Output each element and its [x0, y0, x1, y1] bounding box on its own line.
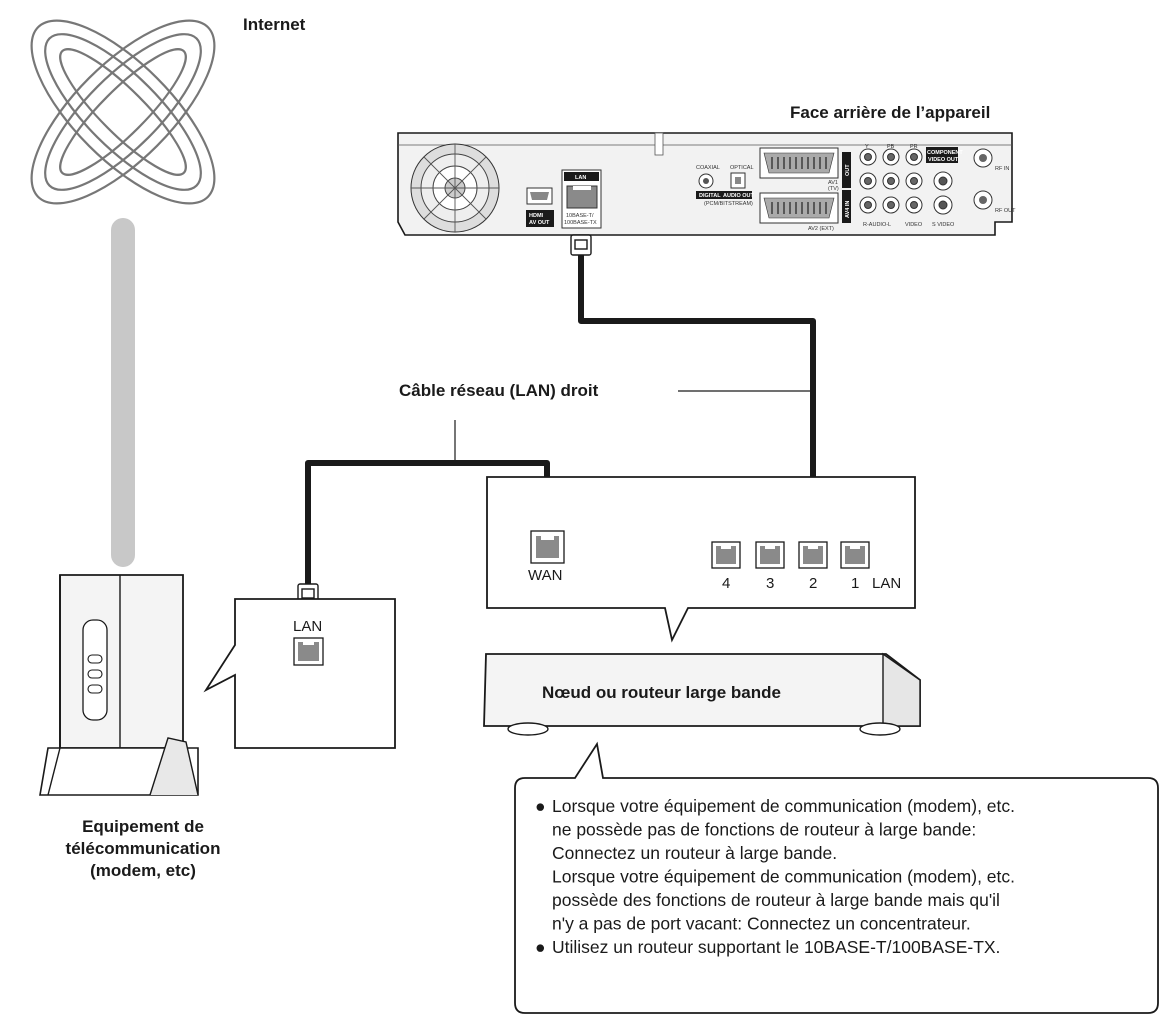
coaxial-marking: COAXIAL [696, 165, 720, 171]
rf-in-marking: RF IN [995, 166, 1009, 172]
hdmi-marking: HDMI [529, 213, 544, 219]
note-line-5: possède des fonctions de routeur à large… [552, 890, 1000, 910]
pr-marking: PR [910, 144, 918, 150]
device-rear-panel: HDMI AV OUT LAN 10BASE-T/ 100BASE-TX COA… [397, 132, 1016, 236]
out-marking: OUT [845, 164, 851, 176]
router-callout-bubble [486, 476, 916, 643]
cable-label: Câble réseau (LAN) droit [399, 381, 599, 400]
av1-marking: AV1 [828, 180, 838, 186]
modem-callout-bubble [203, 598, 396, 749]
internet-globe-icon [30, 19, 216, 205]
note-line-3: Connectez un routeur à large bande. [552, 843, 837, 863]
modem-device-icon [39, 574, 199, 796]
note-line-7: Utilisez un routeur supportant le 10BASE… [552, 937, 1000, 957]
note-text-block: ● Lorsque votre équipement de communicati… [535, 796, 1015, 957]
note-callout-box [514, 741, 1159, 1014]
modem-label-line-1: Equipement de [82, 817, 204, 836]
av-out-marking: AV OUT [529, 220, 550, 226]
device-lan-spec-2: 100BASE-TX [564, 220, 597, 226]
device-lan-marking: LAN [575, 175, 586, 181]
wan-port-label: WAN [528, 567, 562, 584]
av2-marking: AV2 (EXT) [808, 226, 834, 232]
broadband-router-icon [483, 652, 921, 736]
lan-port-number-4: 4 [722, 575, 730, 592]
pb-marking: PB [887, 144, 895, 150]
plug-device [570, 234, 592, 256]
optical-marking: OPTICAL [730, 165, 754, 171]
modem-lan-label: LAN [293, 618, 322, 635]
router-ports: WAN 4 3 2 1 LAN [528, 530, 901, 592]
modem-label-line-2: télécommunication [66, 839, 221, 858]
r-audio-l-marking: R-AUDIO-L [863, 222, 891, 228]
digital-marking: DIGITAL [699, 193, 721, 199]
lan-port-number-3: 3 [766, 575, 774, 592]
modem-lan-port [293, 637, 324, 666]
note-line-2: ne possède pas de fonctions de routeur à… [552, 820, 976, 840]
rf-out-marking: RF OUT [995, 208, 1016, 214]
av4-in-marking: AV4 IN [845, 201, 851, 218]
lan-port-number-2: 2 [809, 575, 817, 592]
lan-port-number-1: 1 [851, 575, 859, 592]
audio-out-marking: AUDIO OUT [723, 193, 755, 199]
rca-jacks [859, 148, 953, 215]
note-line-4: Lorsque votre équipement de communicatio… [552, 867, 1015, 887]
router-label: Nœud ou routeur large bande [542, 683, 781, 702]
pcm-marking: (PCM/BITSTREAM) [704, 201, 753, 207]
component-marking: COMPONENT [927, 150, 963, 156]
y-marking: Y [865, 144, 869, 150]
note-bullet: ● [535, 937, 546, 957]
note-bullet: ● [535, 796, 546, 816]
lan-ports-label: LAN [872, 575, 901, 592]
video-marking: VIDEO [905, 222, 923, 228]
modem-label-line-3: (modem, etc) [90, 861, 196, 880]
fan-grille [410, 143, 500, 233]
note-line-1: Lorsque votre équipement de communicatio… [552, 796, 1015, 816]
device-lan-spec-1: 10BASE-T/ [566, 213, 594, 219]
video-out-marking: VIDEO OUT [928, 157, 959, 163]
s-video-marking: S VIDEO [932, 222, 955, 228]
rear-panel-label: Face arrière de l’appareil [790, 103, 990, 122]
internet-label: Internet [243, 15, 306, 34]
cable-device-to-router [578, 254, 816, 500]
tv-marking: (TV) [828, 186, 839, 192]
note-line-6: n'y a pas de port vacant: Connectez un c… [552, 914, 971, 934]
